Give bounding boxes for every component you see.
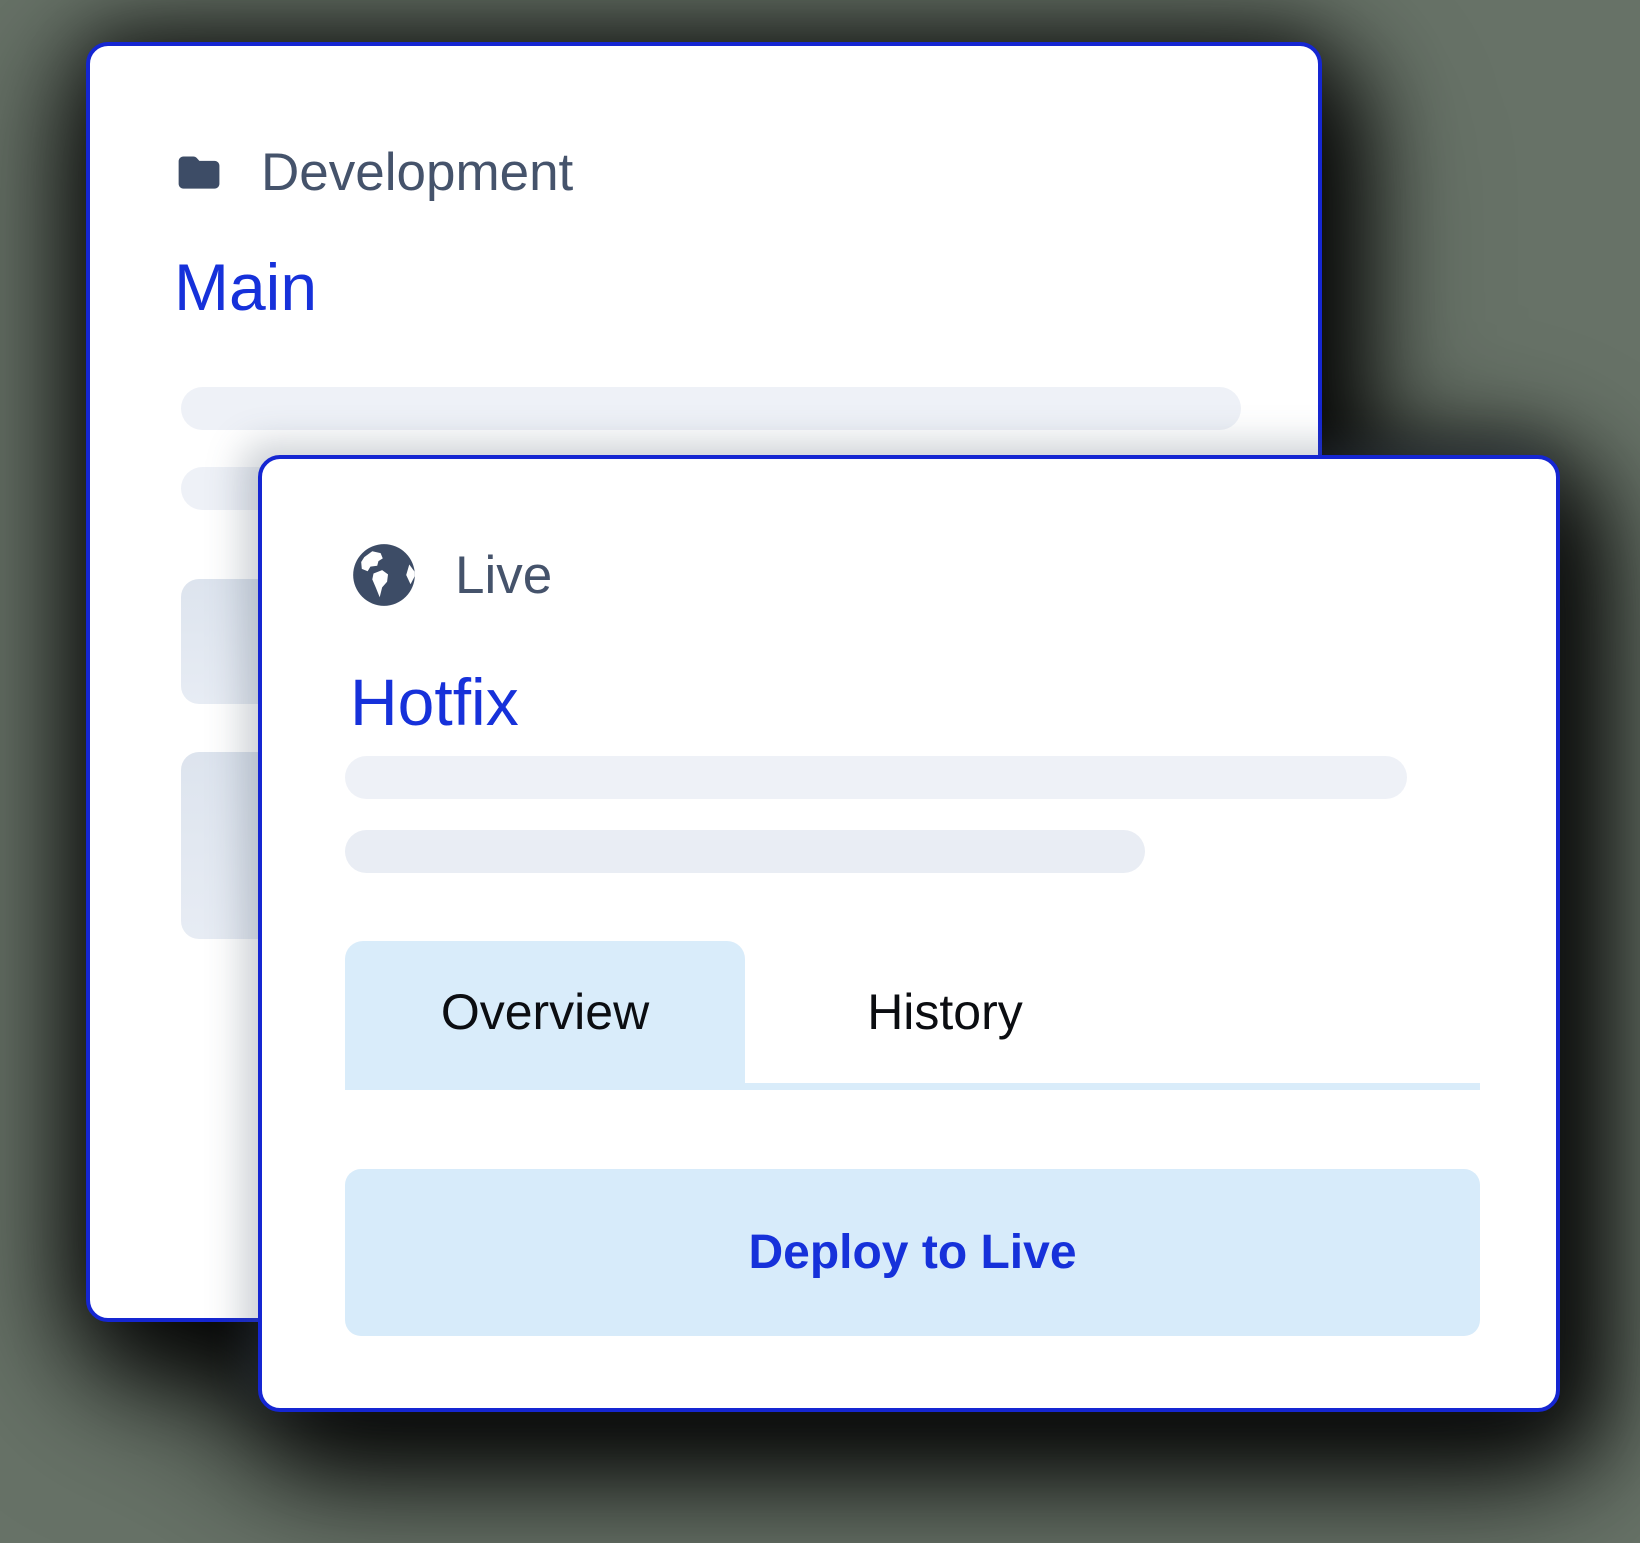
deploy-to-live-button[interactable]: Deploy to Live (345, 1169, 1480, 1336)
environment-label: Live (455, 545, 553, 605)
tab-history[interactable]: History (745, 941, 1145, 1083)
tab-bar: Overview History (345, 941, 1480, 1090)
skeleton-line (181, 387, 1241, 430)
development-environment-row: Development (171, 142, 573, 202)
globe-icon (353, 544, 415, 606)
branch-title-hotfix[interactable]: Hotfix (350, 665, 519, 739)
folder-icon (178, 156, 220, 189)
skeleton-line (345, 756, 1407, 799)
skeleton-line (345, 830, 1145, 873)
live-branch-card: Live Hotfix Overview History Deploy to L… (258, 455, 1560, 1412)
environment-label: Development (261, 142, 574, 202)
live-environment-row: Live (347, 544, 553, 606)
branch-title-main[interactable]: Main (174, 250, 318, 324)
tab-overview[interactable]: Overview (345, 941, 745, 1083)
